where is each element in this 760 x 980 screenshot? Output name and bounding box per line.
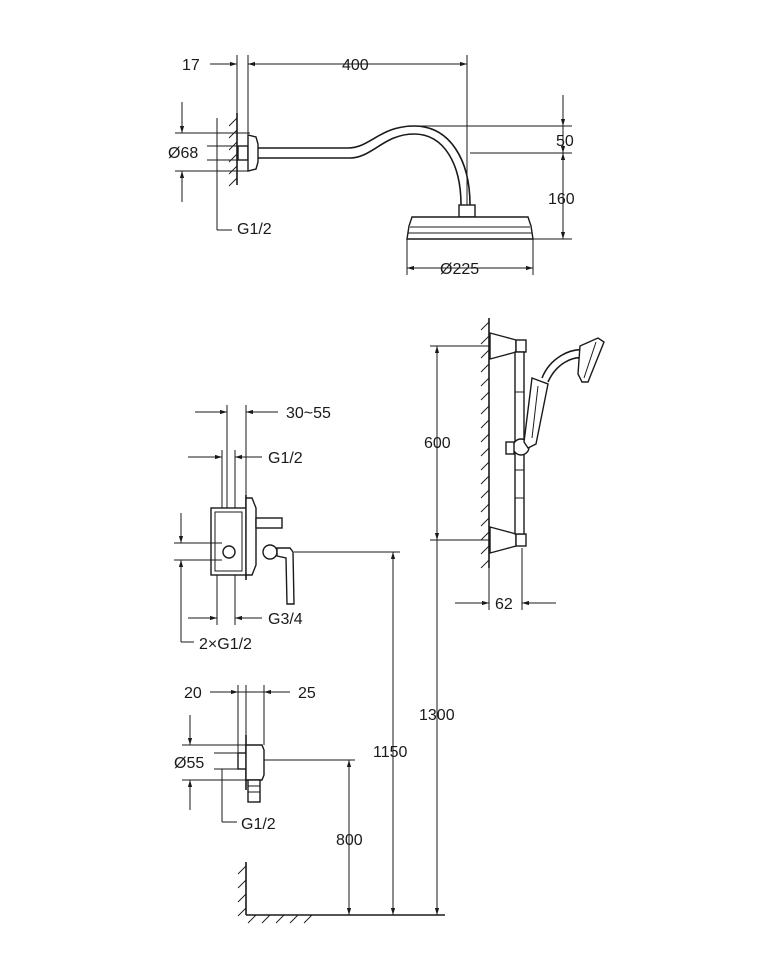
lower-bracket-cap — [515, 533, 527, 547]
outlet-height-label: 800 — [336, 832, 363, 849]
mixer-height-label: 1150 — [373, 744, 408, 761]
floor-and-heights: 800 1150 1300 — [237, 540, 455, 924]
wall-hatch — [228, 117, 238, 187]
shower-head — [406, 216, 534, 240]
lever-hub — [262, 544, 278, 560]
floor-hatch — [237, 865, 313, 924]
outlet-body — [245, 744, 265, 781]
lower-bracket — [489, 526, 517, 554]
mixer-inlet-thread-label: G3/4 — [268, 611, 303, 628]
rail-projection-label: 62 — [495, 596, 513, 613]
dim-head-dia-label: Ø225 — [440, 261, 479, 278]
valve-body — [210, 507, 247, 576]
rail-wall-hatch — [480, 321, 490, 569]
valve-port — [222, 545, 236, 559]
outlet-thread-label: G1/2 — [241, 816, 276, 833]
outlet-dim-left-label: 20 — [184, 685, 202, 702]
arm-thread-label: G1/2 — [237, 221, 272, 238]
slider-clamp — [505, 441, 515, 455]
rail-spacing-label: 600 — [424, 435, 451, 452]
shower-arm-assembly: 17 400 Ø68 G1/2 50 160 Ø225 — [168, 55, 575, 278]
head-connector — [458, 204, 476, 218]
dim-wall-offset-label: 17 — [182, 57, 200, 74]
hand-shower-handle — [523, 377, 549, 449]
outlet-dia-label: Ø55 — [174, 755, 204, 772]
hand-shower-head — [577, 337, 605, 383]
mixer-depth-label: 30~55 — [286, 405, 331, 422]
wall-outlet-assembly: 20 25 Ø55 G1/2 — [174, 685, 355, 833]
upper-bracket — [489, 332, 517, 360]
mixer-inlets-label: 2×G1/2 — [199, 636, 252, 653]
lever-handle — [276, 547, 295, 605]
dim-head-offset-label: 50 — [556, 133, 574, 150]
dim-head-drop-label: 160 — [548, 191, 575, 208]
upper-bracket-cap — [515, 339, 527, 353]
shower-arm-pipe — [258, 125, 471, 206]
rail-height-label: 1300 — [419, 707, 455, 724]
shower-arm-pipe-inner — [258, 133, 462, 206]
outlet-nipple — [237, 752, 247, 770]
outlet-dim-right-label: 25 — [298, 685, 316, 702]
dim-arm-reach-label: 400 — [342, 57, 369, 74]
mixer-valve-assembly: 30~55 G1/2 2×G1/2 G3/4 — [174, 405, 400, 653]
outlet-hose-connector — [247, 779, 261, 803]
arm-nipple — [237, 145, 249, 161]
mixer-plate — [245, 497, 257, 576]
diverter-stem — [255, 517, 283, 529]
dim-flange-dia-label: Ø68 — [168, 145, 198, 162]
sliding-rail-assembly: 600 62 — [424, 318, 605, 613]
arm-flange — [247, 134, 259, 172]
mixer-outlet-thread-label: G1/2 — [268, 450, 303, 467]
